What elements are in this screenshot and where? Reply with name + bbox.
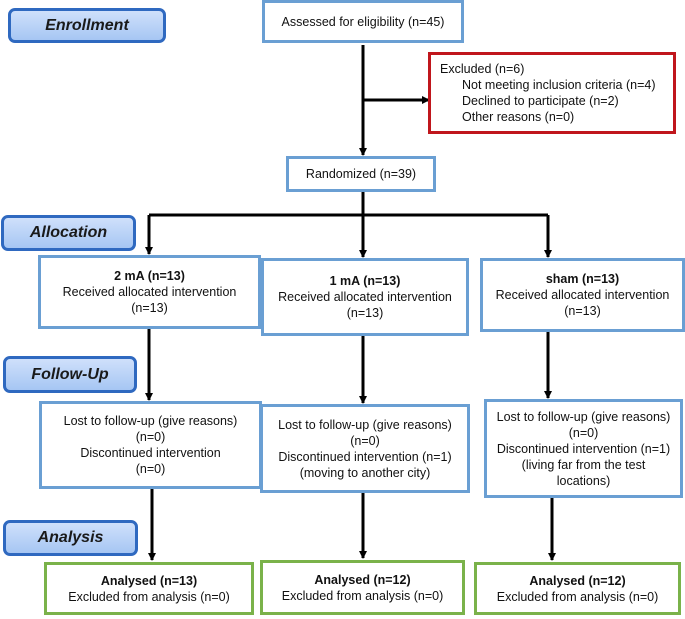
followup-box-arm-3: Lost to follow-up (give reasons) (n=0) D…	[484, 399, 683, 498]
followup-box-arm-1: Lost to follow-up (give reasons) (n=0) D…	[39, 401, 262, 489]
excluded-box: Excluded (n=6) Not meeting inclusion cri…	[428, 52, 676, 134]
stage-allocation: Allocation	[1, 215, 136, 251]
assessed-box: Assessed for eligibility (n=45)	[262, 0, 464, 43]
randomized-box: Randomized (n=39)	[286, 156, 436, 192]
stage-followup: Follow-Up	[3, 356, 137, 393]
stage-enrollment: Enrollment	[8, 8, 166, 43]
followup-box-arm-2: Lost to follow-up (give reasons) (n=0) D…	[260, 404, 470, 493]
analysis-box-arm-3: Analysed (n=12) Excluded from analysis (…	[474, 562, 681, 615]
allocation-box-arm-3: sham (n=13) Received allocated intervent…	[480, 258, 685, 332]
stage-analysis: Analysis	[3, 520, 138, 556]
allocation-box-arm-1: 2 mA (n=13) Received allocated intervent…	[38, 255, 261, 329]
allocation-box-arm-2: 1 mA (n=13) Received allocated intervent…	[261, 258, 469, 336]
analysis-box-arm-2: Analysed (n=12) Excluded from analysis (…	[260, 560, 465, 615]
analysis-box-arm-1: Analysed (n=13) Excluded from analysis (…	[44, 562, 254, 615]
